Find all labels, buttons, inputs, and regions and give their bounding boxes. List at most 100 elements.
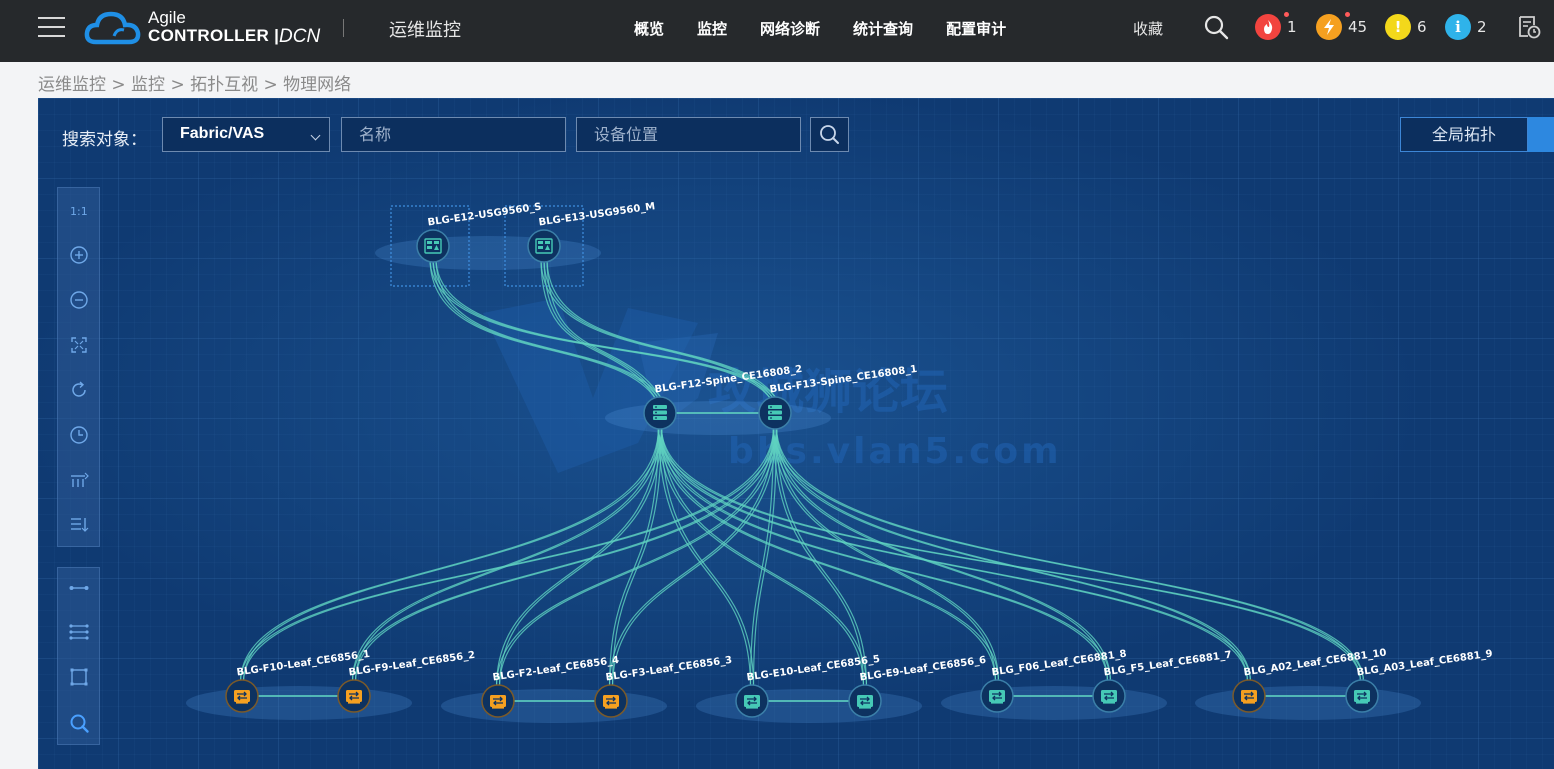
nav-monitor[interactable]: 监控 [697,20,728,38]
link[interactable] [660,426,1000,683]
link[interactable] [772,426,997,683]
nav-overview[interactable]: 概览 [634,20,665,38]
link[interactable] [498,426,663,688]
link[interactable] [775,426,1252,683]
link[interactable] [749,426,775,688]
link[interactable] [775,426,1112,683]
link[interactable] [242,426,778,683]
actual-size-icon[interactable]: 1:1 [68,199,90,221]
zoom-out-icon[interactable] [68,289,90,311]
link[interactable] [432,257,661,402]
link[interactable] [351,426,660,683]
refresh-icon[interactable] [68,379,90,401]
main-nav: 概览 监控 网络诊断 统计查询 配置审计 [634,18,1039,39]
link[interactable] [775,426,1365,683]
alarm-minor-count: 6 [1417,18,1427,36]
new-dot [1345,12,1350,17]
alarm-minor[interactable]: ! 6 [1385,14,1427,40]
link[interactable] [495,426,775,688]
search-icon [820,125,839,144]
menu-icon[interactable] [38,17,65,37]
global-topology-tab[interactable] [1528,117,1554,152]
brand-controller: CONTROLLER | [148,26,280,45]
search-icon[interactable] [1203,14,1229,40]
link[interactable] [498,426,778,688]
new-dot [1284,12,1289,17]
header-divider [343,19,344,37]
topology-canvas[interactable]: 攻城狮论坛 bbs.vlan5.com BLG-E12-USG9560_S BL… [38,98,1554,769]
link[interactable] [540,257,773,402]
link[interactable] [775,426,868,688]
cloud-logo-icon [84,11,141,45]
brand-dcn: DCN [279,26,321,47]
link[interactable] [351,426,775,683]
link[interactable] [772,426,1249,683]
link[interactable] [657,426,997,683]
link[interactable] [543,257,776,402]
link[interactable] [242,426,663,683]
leaf-label: BLG-F3-Leaf_CE6856_3 [605,655,733,684]
link[interactable] [657,426,752,688]
find-icon[interactable] [68,712,90,734]
fit-screen-icon[interactable] [68,334,90,356]
switch-icon [346,690,362,704]
top-bar: Agile CONTROLLER | DCN 运维监控 概览 监控 网络诊断 统… [0,0,1554,62]
module-title: 运维监控 [389,20,461,41]
link[interactable] [660,426,755,688]
link[interactable] [495,426,660,688]
alarm-info[interactable]: i 2 [1445,14,1487,40]
switch-icon [1101,690,1117,704]
favorites-link[interactable]: 收藏 [1133,20,1164,38]
nav-diagnosis[interactable]: 网络诊断 [760,20,821,38]
link[interactable] [657,426,865,688]
link[interactable] [608,426,775,688]
link[interactable] [752,426,778,688]
global-topology-button[interactable]: 全局拓扑 [1400,117,1528,152]
link[interactable] [354,426,663,683]
link[interactable] [540,257,658,402]
link[interactable] [611,426,778,688]
alarm-critical[interactable]: 1 [1255,12,1297,40]
brand-agile: Agile [148,8,186,27]
link[interactable] [660,426,1252,683]
firewall-icon [424,238,442,254]
switch-icon [234,690,250,704]
link[interactable] [660,426,868,688]
zoom-in-icon[interactable] [68,244,90,266]
location-input[interactable] [576,117,801,152]
layout-horizontal-icon[interactable] [68,514,90,536]
object-type-select[interactable]: Fabric/VAS [162,117,330,152]
link-select-icon[interactable] [68,577,90,599]
task-log-icon[interactable] [1516,14,1542,40]
link[interactable] [546,257,779,402]
link[interactable] [239,426,660,683]
lightning-icon [1316,12,1350,40]
link[interactable] [772,426,865,688]
name-input[interactable] [341,117,566,152]
link[interactable] [772,426,1109,683]
history-clock-icon[interactable] [68,424,90,446]
layout-vertical-icon[interactable] [68,469,90,491]
link[interactable] [239,426,775,683]
nav-config-audit[interactable]: 配置审计 [946,20,1007,38]
link[interactable] [354,426,778,683]
switch-icon [857,695,873,709]
nav-statistics[interactable]: 统计查询 [853,20,914,38]
search-button[interactable] [810,117,849,152]
switch-icon [744,695,760,709]
topology-graph: 攻城狮论坛 bbs.vlan5.com BLG-E12-USG9560_S BL… [186,201,1493,723]
alarm-major[interactable]: 45 [1316,12,1367,40]
leaf-label: BLG-F2-Leaf_CE6856_4 [492,655,620,684]
link[interactable] [546,257,664,402]
node-ring [527,229,561,263]
link[interactable] [660,426,1112,683]
box-select-icon[interactable] [68,666,90,688]
link[interactable] [657,426,1109,683]
watermark-en: bbs.vlan5.com [728,431,1062,472]
link[interactable] [775,426,1000,683]
multi-link-icon[interactable] [68,621,90,643]
exclamation-icon: ! [1385,14,1411,40]
view-toolbar: 1:1 [57,187,100,547]
link[interactable] [543,257,661,402]
link[interactable] [429,257,658,402]
